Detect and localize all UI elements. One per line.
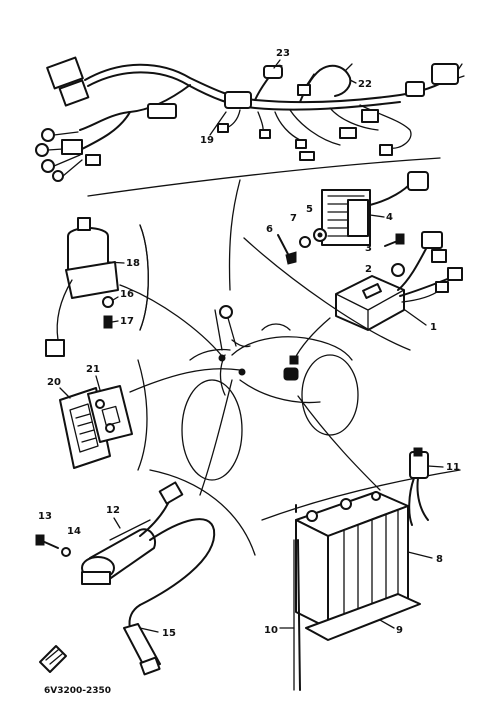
ignition-coil bbox=[81, 481, 216, 629]
section-bracket bbox=[139, 224, 149, 331]
pointer-line bbox=[119, 284, 223, 357]
bolt-13 bbox=[35, 534, 59, 549]
callout-2: 2 bbox=[365, 264, 372, 275]
callout-3: 3 bbox=[365, 243, 372, 254]
section-bracket bbox=[243, 237, 411, 351]
callout-23: 23 bbox=[276, 48, 290, 59]
callout-16: 16 bbox=[120, 289, 134, 300]
callout-10: 10 bbox=[264, 625, 278, 636]
callout-5: 5 bbox=[306, 204, 313, 215]
pointer-line bbox=[297, 395, 381, 491]
callout-6: 6 bbox=[266, 224, 273, 235]
callout-20: 20 bbox=[47, 377, 61, 388]
bolt-6 bbox=[277, 234, 297, 265]
callout-9: 9 bbox=[396, 625, 403, 636]
spark-plug-cap bbox=[123, 623, 161, 676]
callout-1: 1 bbox=[430, 322, 437, 333]
battery-tray bbox=[305, 593, 421, 641]
callout-labels: 1 2 3 4 5 6 7 8 9 10 11 12 13 14 15 16 1… bbox=[38, 48, 460, 639]
callout-17: 17 bbox=[120, 316, 134, 327]
washer-2 bbox=[391, 263, 405, 277]
callout-15: 15 bbox=[162, 628, 176, 639]
wire-harness bbox=[35, 56, 465, 182]
washer-14 bbox=[61, 547, 71, 557]
section-divider bbox=[261, 469, 461, 521]
callout-13: 13 bbox=[38, 511, 52, 522]
bolt-3 bbox=[384, 233, 405, 247]
screw-17 bbox=[103, 315, 113, 329]
main-switch bbox=[45, 217, 149, 357]
pointer-line bbox=[293, 317, 331, 361]
callout-14: 14 bbox=[67, 526, 81, 537]
washer-7 bbox=[299, 236, 311, 248]
callout-4: 4 bbox=[386, 212, 393, 223]
bracket-plate bbox=[87, 385, 133, 443]
callout-12: 12 bbox=[106, 505, 120, 516]
pointer-line bbox=[228, 179, 241, 291]
nut-5 bbox=[313, 228, 327, 242]
callout-7: 7 bbox=[290, 213, 297, 224]
section-divider bbox=[87, 157, 441, 197]
callout-21: 21 bbox=[86, 364, 100, 375]
small-clip bbox=[39, 645, 67, 673]
motorcycle-outline bbox=[181, 305, 359, 481]
breather-hose bbox=[293, 539, 301, 691]
diagram-code: 6V3200-2350 bbox=[44, 686, 111, 696]
fuse-holder bbox=[408, 447, 429, 526]
pointer-line bbox=[129, 368, 241, 393]
callout-18: 18 bbox=[126, 258, 140, 269]
washer-16 bbox=[102, 296, 114, 308]
callout-19: 19 bbox=[200, 135, 214, 146]
rectifier-regulator bbox=[321, 171, 429, 246]
callout-8: 8 bbox=[436, 554, 443, 565]
section-bracket bbox=[137, 359, 148, 471]
pointer-line bbox=[199, 379, 233, 496]
callout-11: 11 bbox=[446, 462, 460, 473]
cdi-unit bbox=[335, 231, 463, 331]
battery bbox=[295, 491, 409, 629]
callout-22: 22 bbox=[358, 79, 372, 90]
section-bracket bbox=[149, 469, 256, 556]
